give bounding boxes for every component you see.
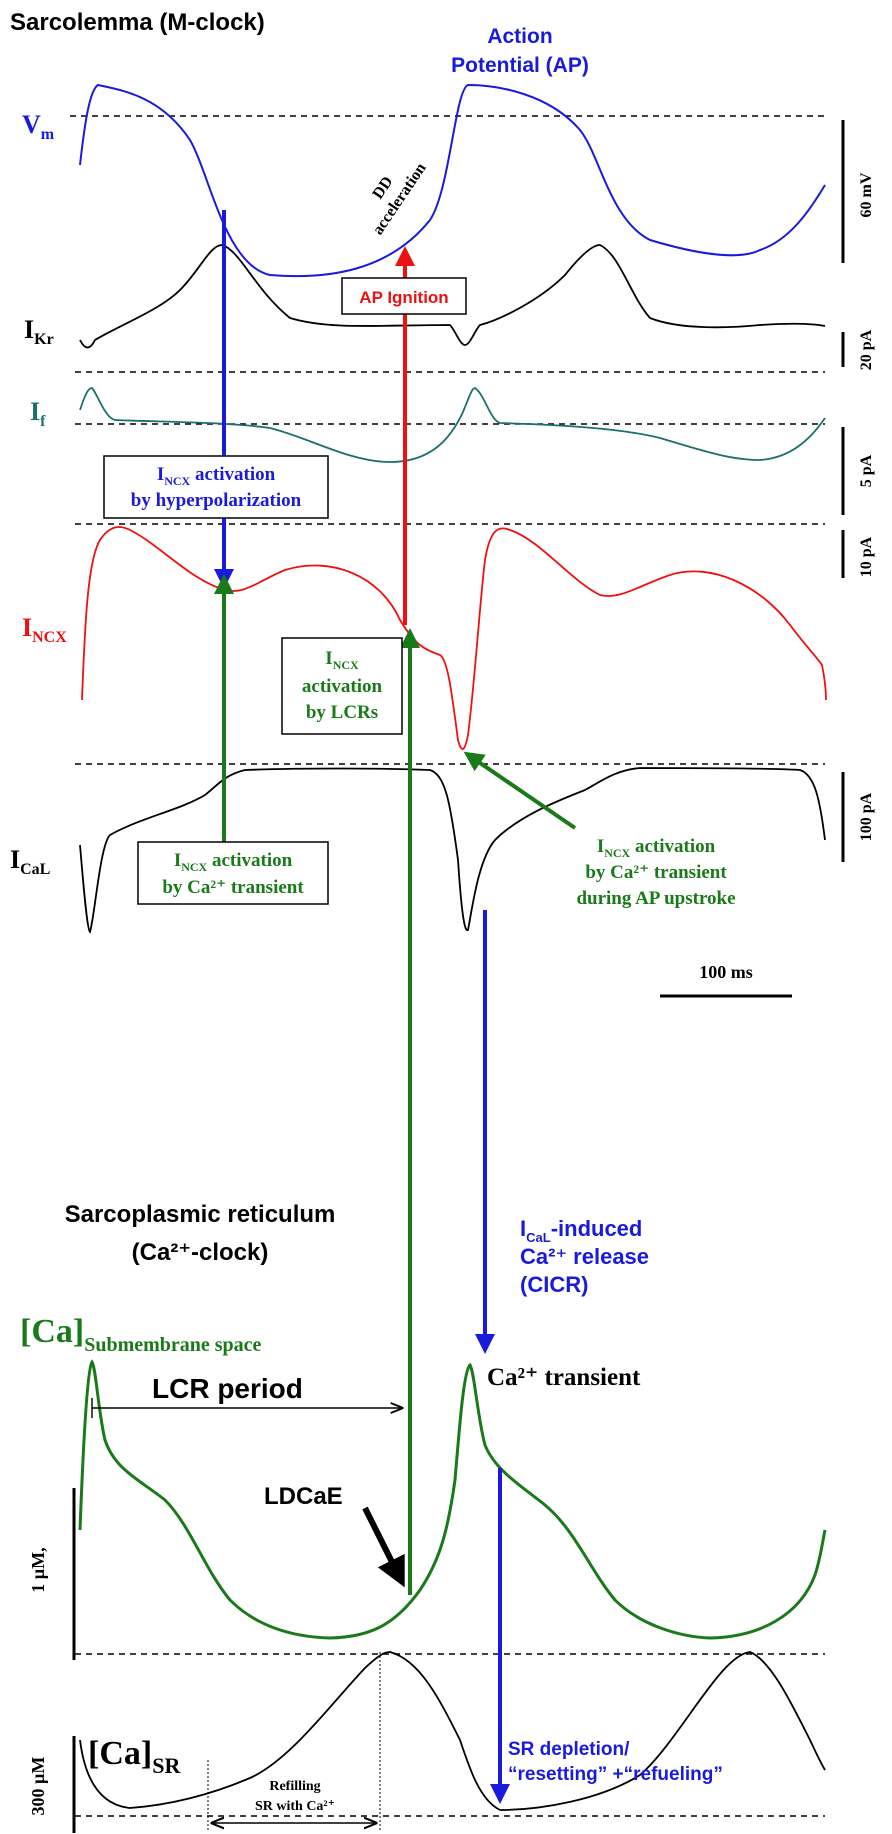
- upstroke-label-2: by Ca²⁺ transient: [585, 862, 727, 883]
- refill-label-1: Refilling: [269, 1779, 320, 1794]
- ca-sub-trace: [78, 1359, 827, 1640]
- hyperpolarization-label-2: by hyperpolarization: [131, 490, 302, 511]
- ca-transient-box: [137, 841, 329, 905]
- vm-label: Vm: [22, 110, 55, 143]
- ca-sub-scale-label: 1 µM,: [28, 1547, 48, 1592]
- ap-label-line1: Action: [487, 25, 552, 48]
- lcr-label-1: INCX: [325, 648, 359, 672]
- lcr-label-3: by LCRs: [306, 702, 378, 723]
- ical-trace: [79, 767, 826, 934]
- ldcae-arrow: [362, 1506, 405, 1588]
- sr-header-2: (Ca²⁺-clock): [132, 1239, 269, 1266]
- incx-scale-label: 10 pA: [858, 536, 875, 577]
- ikr-trace: [79, 244, 826, 349]
- lcr-box: [281, 637, 403, 735]
- cicr-label-2: Ca²⁺ release: [520, 1244, 649, 1269]
- incx-label: INCX: [22, 613, 67, 646]
- lcr-label-2: activation: [302, 676, 383, 697]
- lcr-period-label: LCR period: [152, 1373, 303, 1404]
- sarcolemma-header: Sarcolemma (M-clock): [10, 9, 265, 36]
- ical-label: ICaL: [10, 845, 50, 878]
- ca-sr-label: [Ca]SR: [88, 1735, 181, 1778]
- ical-scale-label: 100 pA: [858, 792, 875, 841]
- vm-trace: [79, 83, 826, 278]
- upstroke-label-1: INCX activation: [597, 836, 716, 860]
- if-label: If: [30, 397, 46, 430]
- ca-sr-trace: [79, 1651, 826, 1811]
- ca-sr-scale-label: 300 µM: [28, 1757, 48, 1816]
- upstroke-label-3: during AP upstroke: [576, 888, 735, 909]
- ap-label-line2: Potential (AP): [451, 54, 589, 77]
- refill-label-2: SR with Ca²⁺: [255, 1799, 335, 1814]
- ca-sub-label: [Ca]Submembrane space: [20, 1313, 262, 1356]
- dd-acceleration-label: DD acceleration: [369, 160, 429, 238]
- time-scale-label: 100 ms: [699, 962, 753, 982]
- ap-ignition-box: [341, 277, 467, 315]
- upstroke-incx-arrow: [463, 751, 577, 830]
- if-trace: [79, 387, 826, 463]
- ldcae-label: LDCaE: [264, 1483, 343, 1510]
- incx-trace: [81, 526, 827, 750]
- sr-depletion-label-2: “resetting” +“refueling”: [508, 1764, 723, 1785]
- vm-scale-label: 60 mV: [858, 172, 875, 217]
- ca-transient-label-1: INCX activation: [174, 850, 293, 874]
- cicr-label-3: (CICR): [520, 1272, 588, 1297]
- ca-transient-title: Ca²⁺ transient: [487, 1364, 641, 1391]
- sr-depletion-label-1: SR depletion/: [508, 1739, 630, 1760]
- ap-ignition-label: AP Ignition: [359, 288, 448, 307]
- ikr-scale-label: 20 pA: [858, 329, 875, 370]
- if-scale-label: 5 pA: [858, 454, 875, 487]
- sr-header-1: Sarcoplasmic reticulum: [65, 1201, 336, 1228]
- ikr-label: IKr: [24, 315, 54, 348]
- ca-transient-label-2: by Ca²⁺ transient: [162, 877, 304, 898]
- cicr-label-1: ICaL-induced: [520, 1216, 642, 1245]
- hyperpolarization-label-1: INCX activation: [157, 464, 276, 488]
- hyperpolarization-box: [103, 455, 329, 519]
